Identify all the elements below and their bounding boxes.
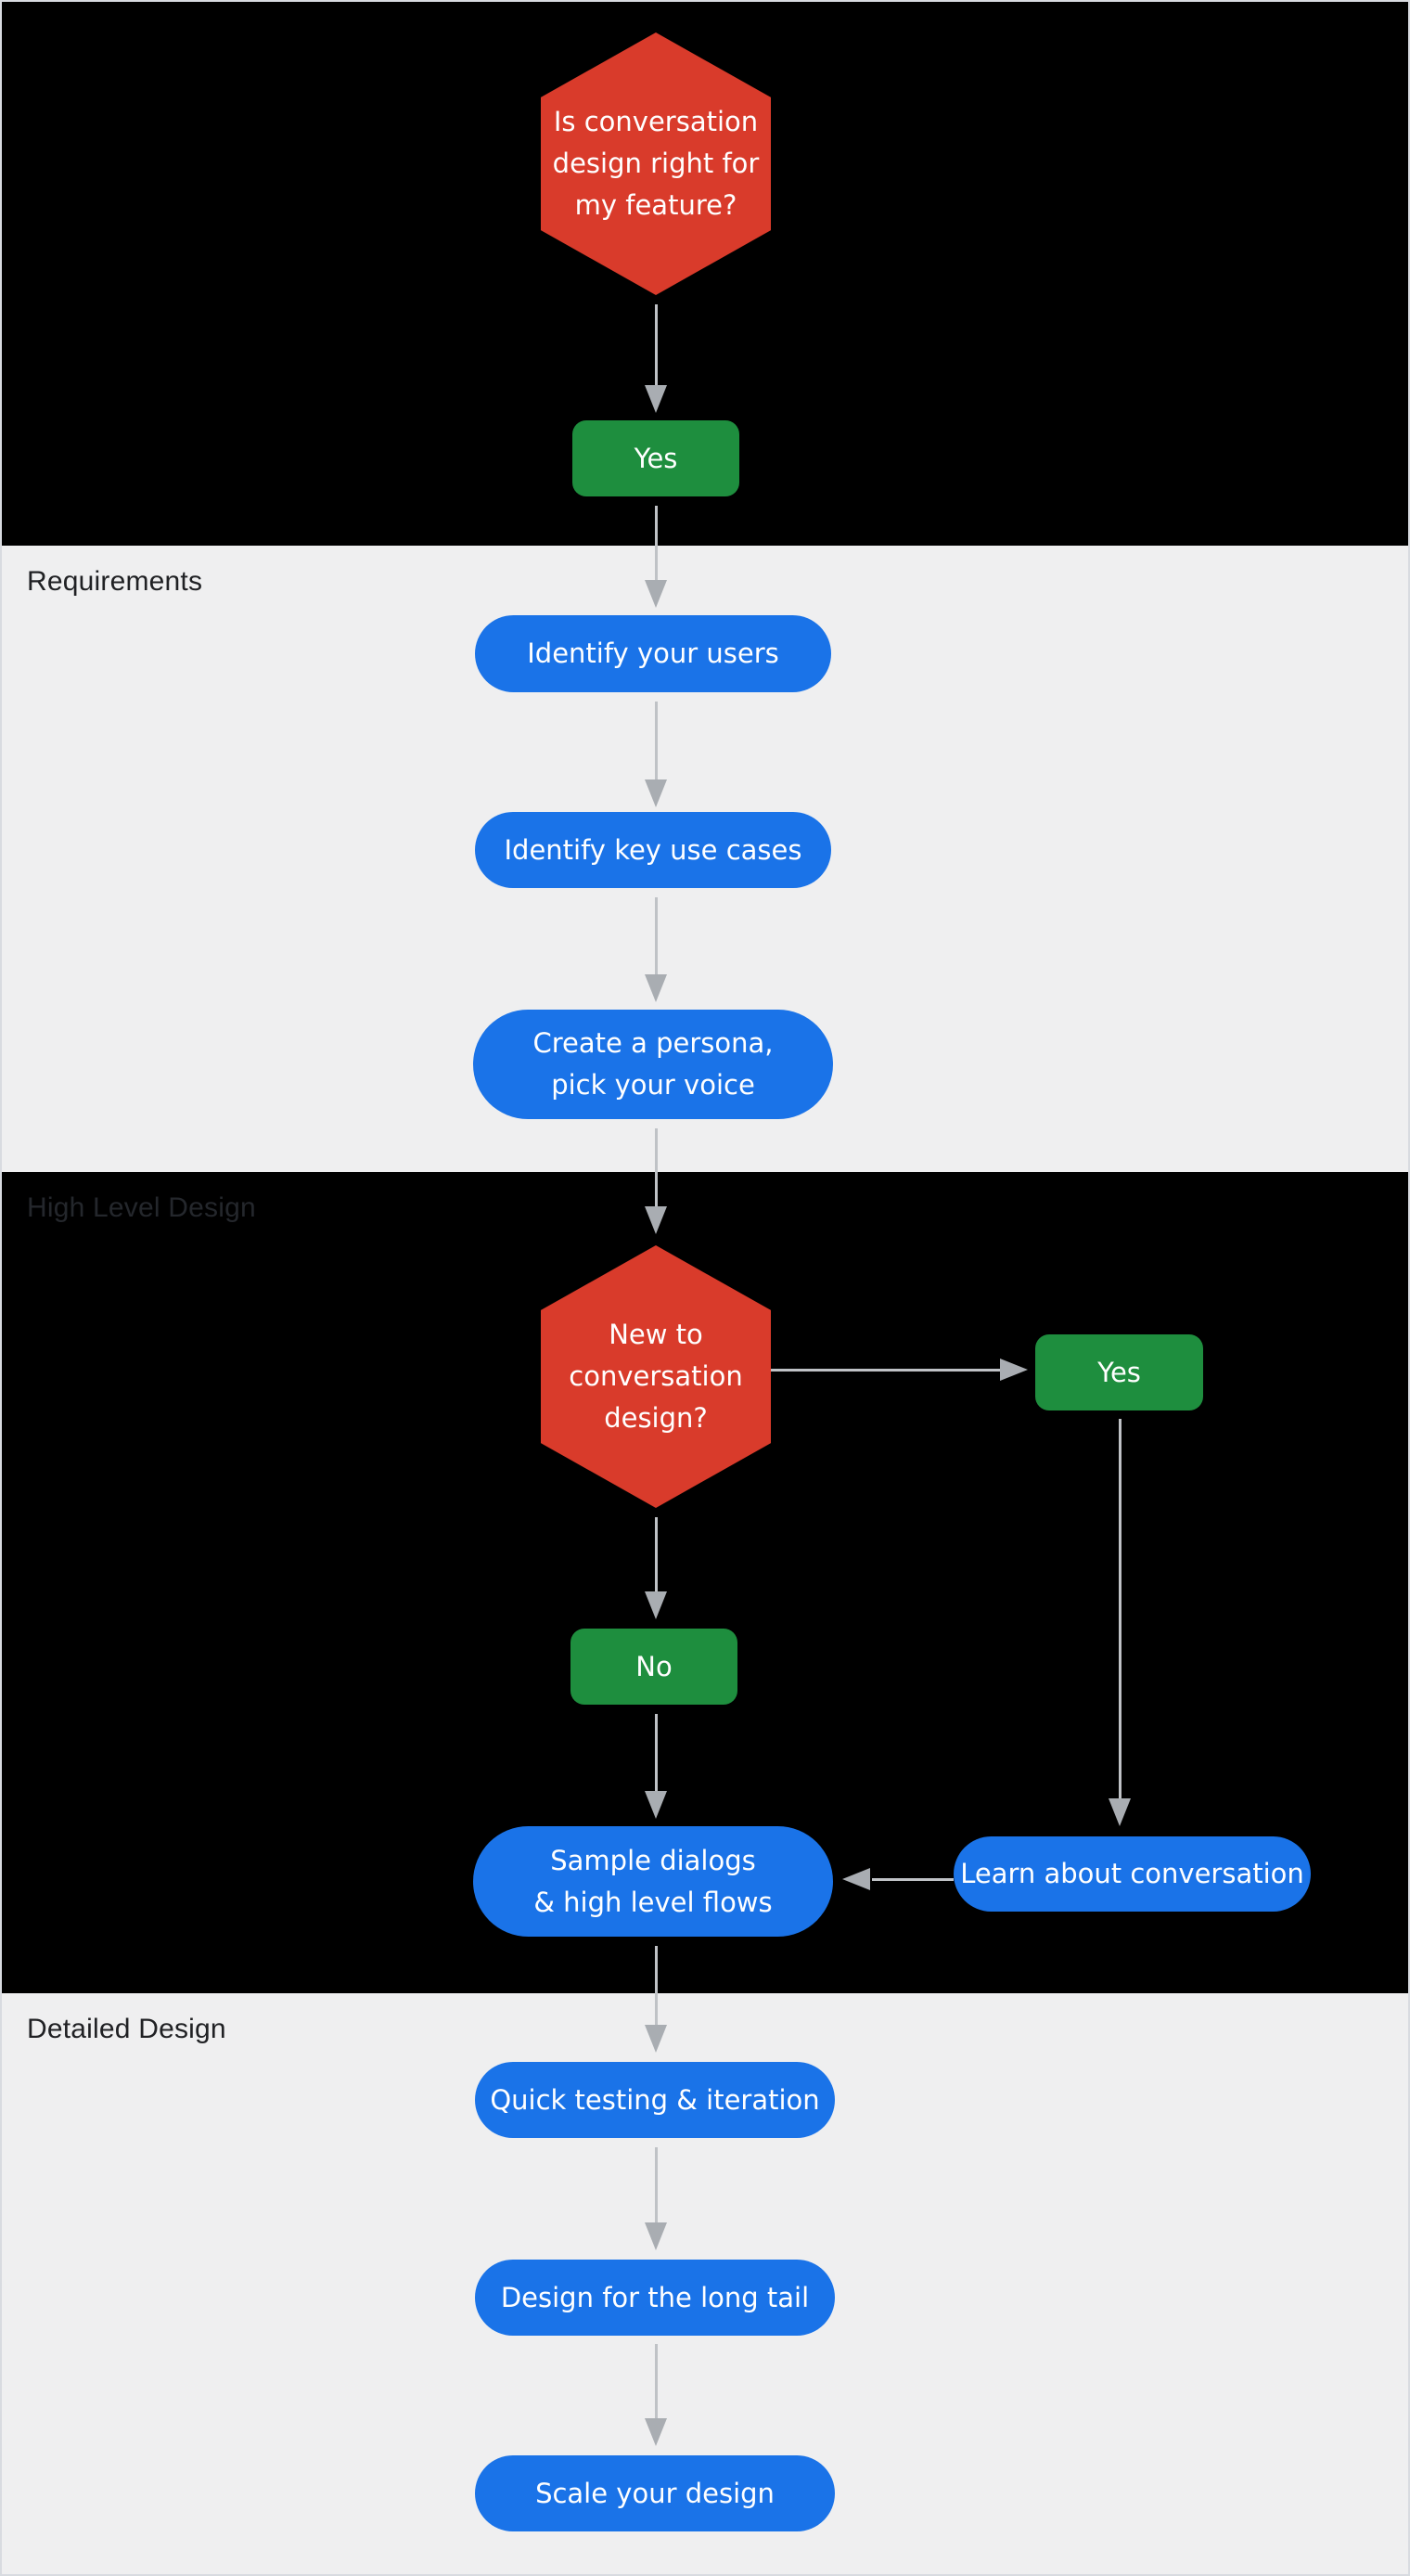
answer-no-new: No: [570, 1629, 737, 1705]
arrow-q2-to-yes-line: [771, 1369, 1000, 1372]
arrow-no-to-sample-line: [655, 1714, 658, 1791]
step-label: Create a persona, pick your voice: [532, 1027, 774, 1101]
step-sample-dialogs-high-level-flows: Sample dialogs & high level flows: [473, 1826, 833, 1937]
arrow-no-to-sample-head: [645, 1791, 667, 1819]
arrow-usecases-to-persona-line: [655, 897, 658, 974]
step-identify-your-users: Identify your users: [475, 615, 831, 692]
section-label-detailed-design: Detailed Design: [27, 2014, 226, 2044]
section-label-high-level-design: High Level Design: [27, 1192, 256, 1223]
arrow-learn-to-sample-line: [872, 1878, 954, 1881]
answer-yes-new: Yes: [1035, 1334, 1203, 1410]
section-label-requirements: Requirements: [27, 566, 203, 597]
step-label: Quick testing & iteration: [490, 2083, 820, 2116]
arrow-sample-to-quick-line: [655, 1946, 658, 2025]
arrow-learn-to-sample-head: [842, 1868, 870, 1890]
step-label: Identify your users: [527, 638, 779, 669]
step-label: Sample dialogs & high level flows: [533, 1844, 773, 1918]
arrow-quick-to-longtail-head: [645, 2222, 667, 2250]
step-design-for-long-tail: Design for the long tail: [475, 2260, 835, 2336]
decision-label: Is conversation design right for my feat…: [552, 106, 760, 221]
arrow-persona-to-q2-head: [645, 1206, 667, 1234]
arrow-users-to-usecases-line: [655, 702, 658, 779]
arrow-persona-to-q2-line: [655, 1128, 658, 1206]
arrow-longtail-to-scale-head: [645, 2418, 667, 2446]
step-quick-testing-iteration: Quick testing & iteration: [475, 2062, 835, 2138]
step-label: Learn about conversation: [960, 1858, 1304, 1889]
answer-label: No: [635, 1650, 673, 1682]
step-create-persona-pick-voice: Create a persona, pick your voice: [473, 1010, 833, 1119]
arrow-quick-to-longtail-line: [655, 2147, 658, 2222]
arrow-sample-to-quick-head: [645, 2025, 667, 2053]
arrow-q1-to-yes-head: [645, 385, 667, 413]
step-label: Identify key use cases: [504, 833, 802, 866]
arrow-q2-to-yes-head: [1000, 1359, 1028, 1381]
arrow-usecases-to-persona-head: [645, 974, 667, 1002]
decision-new-to-conversation-design: New to conversation design?: [541, 1245, 771, 1508]
arrow-yes-to-identify-users-head: [645, 580, 667, 608]
step-label: Design for the long tail: [500, 2281, 810, 2313]
step-scale-your-design: Scale your design: [475, 2455, 835, 2531]
arrow-yes-to-identify-users-line: [655, 506, 658, 580]
answer-label: Yes: [1097, 1356, 1141, 1388]
arrow-longtail-to-scale-line: [655, 2344, 658, 2418]
arrow-q1-to-yes-line: [655, 304, 658, 385]
arrow-yes-to-learn-head: [1109, 1798, 1131, 1826]
answer-yes-feature: Yes: [572, 420, 739, 496]
answer-label: Yes: [634, 442, 678, 474]
arrow-q2-to-no-line: [655, 1517, 658, 1591]
arrow-yes-to-learn-line: [1119, 1419, 1122, 1798]
decision-is-conversation-design-right: Is conversation design right for my feat…: [541, 32, 771, 295]
arrow-q2-to-no-head: [645, 1591, 667, 1619]
step-identify-key-use-cases: Identify key use cases: [475, 812, 831, 888]
decision-label: New to conversation design?: [569, 1319, 743, 1434]
step-label: Scale your design: [535, 2477, 775, 2509]
arrow-users-to-usecases-head: [645, 779, 667, 807]
step-learn-about-conversation: Learn about conversation: [954, 1836, 1311, 1912]
